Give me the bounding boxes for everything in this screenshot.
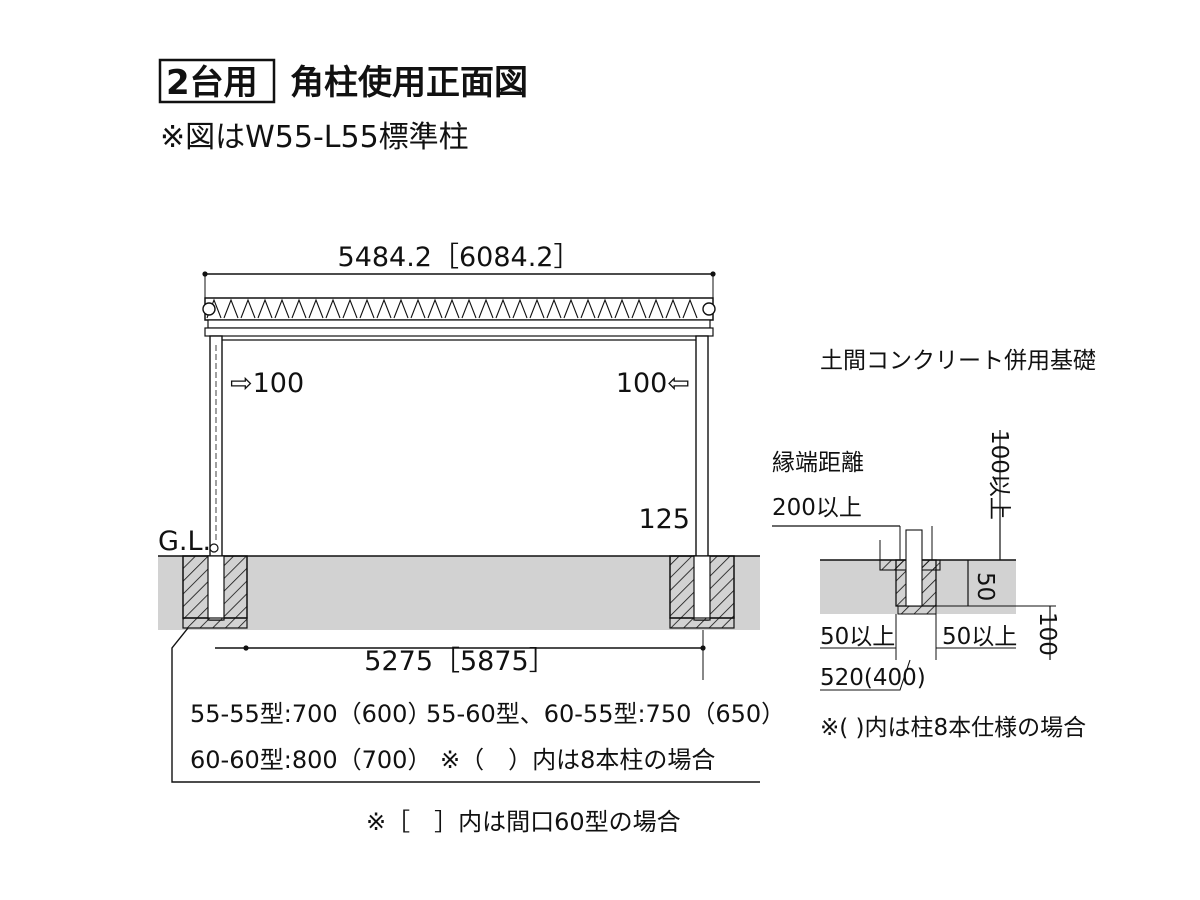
roof-end-cap-right xyxy=(702,302,716,316)
detail-gravel xyxy=(897,605,937,615)
post-height-label: 125 xyxy=(638,504,690,535)
roof-rib xyxy=(444,298,460,319)
foundation-detail: 土間コンクリート併用基礎 縁端距離 200以上 100以上 50 100 50以… xyxy=(772,348,1096,741)
roof-rib xyxy=(580,298,596,319)
roof xyxy=(202,297,716,341)
roof-rib xyxy=(512,298,528,319)
roof-rib xyxy=(240,298,256,319)
note-55-60: 55-60型、60-55型:750（650） xyxy=(426,700,785,728)
roof-rib xyxy=(461,298,477,319)
roof-rib xyxy=(427,298,443,319)
roof-rib xyxy=(495,298,511,319)
roof-rib xyxy=(597,298,613,319)
detail-title: 土間コンクリート併用基礎 xyxy=(820,348,1096,374)
roof-rib xyxy=(682,298,698,319)
posts xyxy=(209,335,709,621)
detail-note: ※( )内は柱8本仕様の場合 xyxy=(820,715,1086,741)
roof-rib xyxy=(376,298,392,319)
note-55-55: 55-55型:700（600） xyxy=(190,700,431,728)
header: 2台用 角柱使用正面図 ※図はW55-L55標準柱 xyxy=(158,58,528,155)
edge-distance-label-2: 200以上 xyxy=(772,495,862,521)
front-dimensions: 5484.2［6084.2］ ⇨100 100⇦ 125 G.L. 5275［5… xyxy=(158,242,760,783)
roof-rib xyxy=(529,298,545,319)
right-50-label: 50以上 xyxy=(942,624,1017,650)
roof-rib xyxy=(325,298,341,319)
note-leader xyxy=(171,627,760,783)
roof-rib xyxy=(291,298,307,319)
bottom-note: ※［ ］内は間口60型の場合 xyxy=(366,808,681,836)
width-520-label: 520(400) xyxy=(820,665,926,691)
roof-rib xyxy=(342,298,358,319)
roof-rib xyxy=(410,298,426,319)
badge-text: 2台用 xyxy=(166,63,258,103)
roof-rib xyxy=(274,298,290,319)
ground-band-front xyxy=(158,556,760,630)
note-60-60: 60-60型:800（700） xyxy=(190,746,431,774)
gravel-right xyxy=(669,617,735,629)
top-width-label: 5484.2［6084.2］ xyxy=(338,242,581,273)
detail-post xyxy=(905,529,923,607)
right-offset-label: 100⇦ xyxy=(616,368,690,399)
footings xyxy=(182,555,735,629)
page-title: 角柱使用正面図 xyxy=(290,63,528,103)
depth-50-label: 50 xyxy=(972,572,998,601)
roof-fascia xyxy=(204,327,714,337)
height-100-label: 100以上 xyxy=(986,430,1012,520)
roof-rib xyxy=(546,298,562,319)
gravel-left xyxy=(182,617,248,629)
post-span-label: 5275［5875］ xyxy=(364,646,555,677)
edge-distance-label-1: 縁端距離 xyxy=(772,450,864,476)
downspout-outlet xyxy=(209,543,219,553)
roof-rib xyxy=(393,298,409,319)
left-offset-label: ⇨100 xyxy=(230,368,304,399)
note-8-posts: ※（ ）内は8本柱の場合 xyxy=(440,746,715,774)
roof-rib xyxy=(665,298,681,319)
roof-end-cap-left xyxy=(202,302,216,316)
roof-rib xyxy=(478,298,494,319)
roof-rib xyxy=(614,298,630,319)
roof-gutter xyxy=(207,319,711,329)
roof-rib xyxy=(631,298,647,319)
left-50-label: 50以上 xyxy=(820,624,895,650)
roof-ribs xyxy=(206,298,698,319)
footing-notes: 55-55型:700（600） 55-60型、60-55型:750（650） 6… xyxy=(190,700,785,774)
roof-rib xyxy=(648,298,664,319)
roof-rib xyxy=(359,298,375,319)
roof-rib xyxy=(257,298,273,319)
right-100-label: 100 xyxy=(1034,612,1060,656)
roof-rib xyxy=(223,298,239,319)
roof-rib xyxy=(308,298,324,319)
roof-rib xyxy=(563,298,579,319)
page-subtitle: ※図はW55-L55標準柱 xyxy=(160,120,469,155)
badge-frame xyxy=(158,58,276,104)
ground-level-label: G.L. xyxy=(158,526,211,557)
